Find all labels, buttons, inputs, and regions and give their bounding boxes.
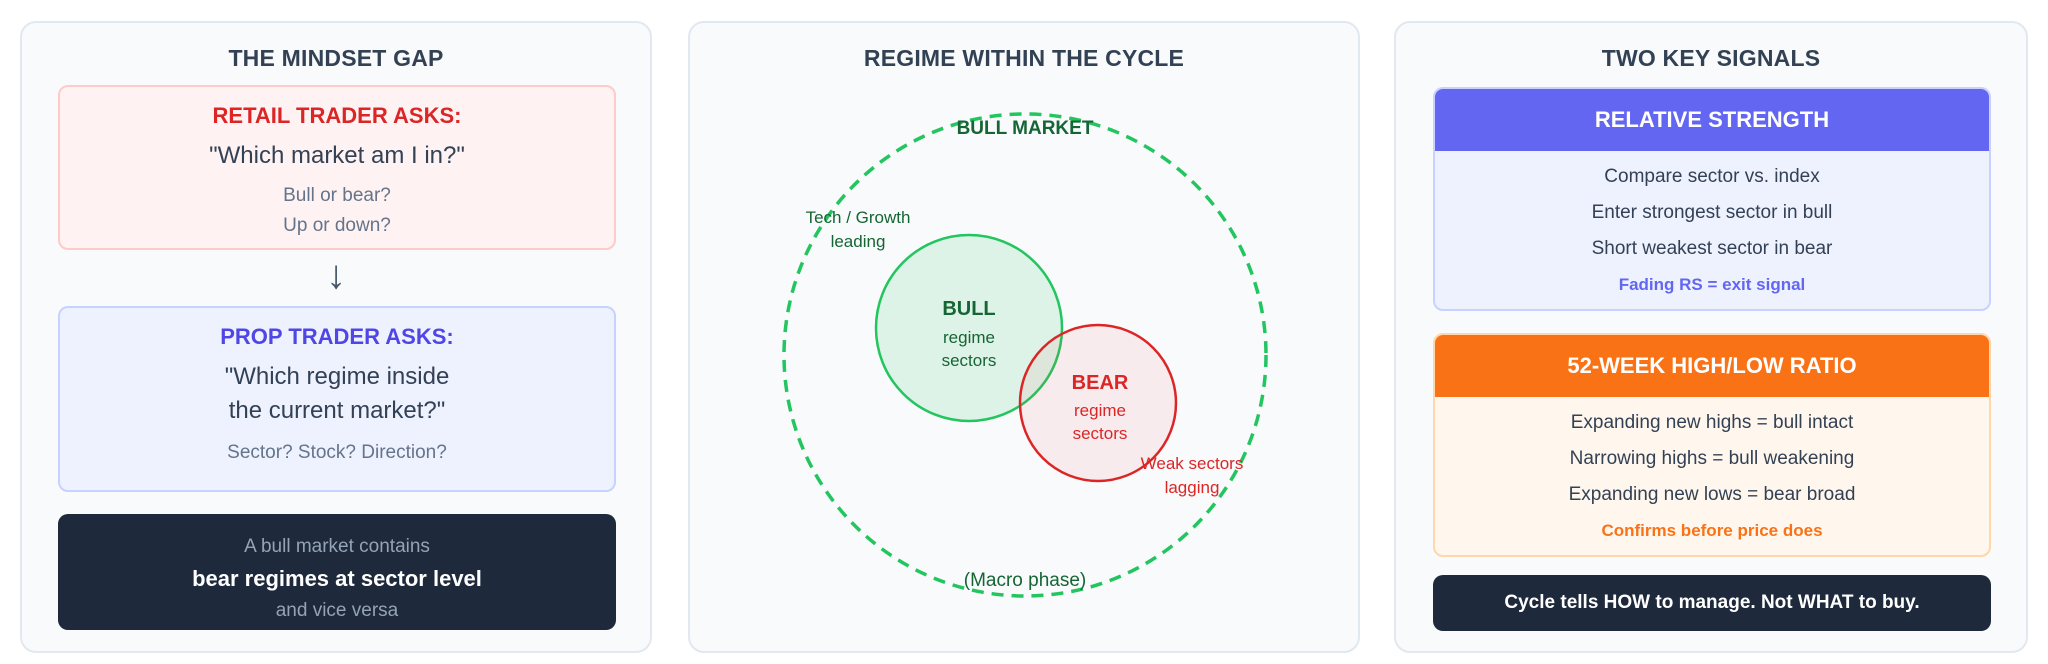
panel-title: THE MINDSET GAP [228, 45, 444, 71]
prop-sub: Sector? Stock? Direction? [227, 442, 447, 463]
tech-growth-note-2: leading [831, 232, 886, 251]
prop-trader-box: PROP TRADER ASKS: "Which regime inside t… [58, 306, 616, 492]
summary-box: A bull market contains bear regimes at s… [58, 514, 616, 630]
tech-growth-note-1: Tech / Growth [806, 208, 911, 227]
bear-regime-circle [1018, 323, 1178, 483]
high-low-ratio-header: 52-WEEK HIGH/LOW RATIO [1435, 335, 1989, 397]
hl-item: Expanding new highs = bull intact [1570, 412, 1854, 433]
retail-ask-label: RETAIL TRADER ASKS: [212, 103, 462, 128]
prop-quote-line-1: "Which regime inside [224, 363, 450, 390]
retail-trader-box: RETAIL TRADER ASKS: "Which market am I i… [58, 85, 616, 250]
summary-line-1: A bull market contains [244, 536, 430, 557]
bull-market-label: BULL MARKET [957, 118, 1094, 139]
down-arrow-icon: ↓ [326, 253, 346, 297]
hl-note: Confirms before price does [1601, 521, 1823, 540]
retail-sub-1: Bull or bear? [283, 185, 391, 206]
cycle-footer-banner: Cycle tells HOW to manage. Not WHAT to b… [1433, 575, 1991, 631]
retail-sub-2: Up or down? [283, 215, 391, 236]
weak-sectors-note-1: Weak sectors [1141, 454, 1244, 473]
regime-cycle-panel: REGIME WITHIN THE CYCLE BULL MARKET (Mac… [688, 21, 1360, 653]
bull-regime-sub-1: regime [943, 328, 995, 347]
summary-line-3: and vice versa [275, 600, 399, 621]
macro-phase-label: (Macro phase) [964, 570, 1087, 591]
retail-quote: "Which market am I in?" [209, 142, 465, 169]
rs-note: Fading RS = exit signal [1618, 275, 1806, 294]
bear-regime-sub-2: sectors [1073, 424, 1128, 443]
bull-market-outer-circle [782, 112, 1268, 598]
summary-line-2: bear regimes at sector level [192, 566, 482, 591]
regime-diagram: BULL MARKET (Macro phase) Tech / Growth … [782, 112, 1268, 598]
rs-item: Short weakest sector in bear [1591, 238, 1833, 259]
bear-regime-title: BEAR [1072, 372, 1129, 394]
bear-regime-sub-1: regime [1074, 401, 1126, 420]
weak-sectors-note-2: lagging [1165, 478, 1220, 497]
hl-item: Narrowing highs = bull weakening [1569, 448, 1855, 469]
relative-strength-card: RELATIVE STRENGTH Compare sector vs. ind… [1433, 87, 1991, 311]
bull-regime-circle [874, 233, 1064, 423]
prop-ask-label: PROP TRADER ASKS: [220, 324, 454, 349]
bull-regime-title: BULL [942, 298, 995, 320]
mindset-gap-panel: THE MINDSET GAP RETAIL TRADER ASKS: "Whi… [20, 21, 652, 653]
key-signals-panel: TWO KEY SIGNALS RELATIVE STRENGTH Compar… [1394, 21, 2028, 653]
hl-item: Expanding new lows = bear broad [1568, 484, 1856, 505]
high-low-ratio-card: 52-WEEK HIGH/LOW RATIO Expanding new hig… [1433, 333, 1991, 557]
bull-regime-sub-2: sectors [942, 351, 997, 370]
rs-item: Compare sector vs. index [1604, 166, 1820, 187]
rs-item: Enter strongest sector in bull [1591, 202, 1833, 223]
prop-quote-line-2: the current market?" [228, 397, 446, 424]
panel-title: REGIME WITHIN THE CYCLE [863, 45, 1185, 71]
panel-title: TWO KEY SIGNALS [1601, 45, 1821, 71]
relative-strength-header: RELATIVE STRENGTH [1435, 89, 1989, 151]
